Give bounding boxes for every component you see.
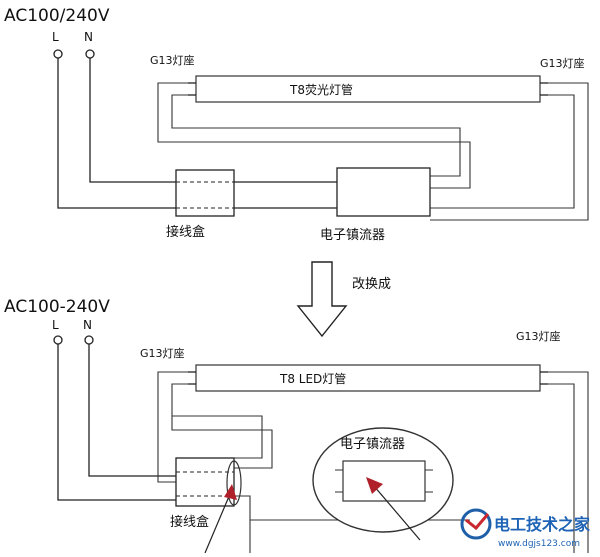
bottom-live-wire (57, 344, 176, 501)
bottom-right-pin-wire-2 (548, 383, 575, 553)
top-diagram: AC100/240V L N G13灯座 G13灯座 T8荧光灯管 接线盒 (4, 6, 589, 243)
bottom-holder-right-label: G13灯座 (516, 329, 561, 343)
top-neutral-label: N (84, 30, 93, 44)
top-left-pin-wire-1 (157, 82, 471, 189)
top-live-terminal (53, 49, 63, 59)
bottom-neutral-terminal (84, 335, 94, 345)
watermark-text: 电工技术之家 (494, 515, 591, 534)
red-arrow-junction-icon (204, 484, 237, 554)
top-fluorescent-tube (195, 75, 541, 103)
bottom-diagram: AC100-240V L N G13灯座 G13灯座 T8 LED灯管 接线盒 (4, 297, 589, 554)
bottom-live-terminal (53, 335, 63, 345)
bottom-voltage-label: AC100-240V (4, 297, 110, 317)
arrow-label: 改换成 (352, 277, 391, 292)
watermark-logo-icon (460, 508, 492, 540)
bottom-left-loop-wire (172, 415, 263, 459)
top-live-wire (57, 58, 337, 209)
top-neutral-wire (89, 58, 337, 183)
bottom-left-pin-wire-1 (157, 371, 188, 483)
down-arrow-icon (296, 261, 348, 338)
top-right-pin-wire-2 (430, 94, 575, 209)
bottom-neutral-label: N (83, 318, 92, 332)
cut-wire-ellipse (226, 460, 242, 506)
top-holder-right-label: G13灯座 (540, 56, 585, 70)
conversion-arrow: 改换成 (296, 261, 391, 338)
bottom-neutral-wire (88, 344, 176, 477)
watermark-url: www.dgjs123.com (498, 539, 580, 549)
top-junction-box (175, 169, 235, 217)
red-arrow-ballast-icon (366, 477, 421, 541)
top-left-pin-wire-2 (171, 94, 461, 177)
bottom-led-tube (195, 364, 541, 392)
bottom-ballast-label: 电子镇流器 (340, 437, 405, 452)
bottom-junction-box (175, 457, 235, 507)
bottom-holder-left-label: G13灯座 (140, 346, 185, 360)
top-ballast-label: 电子镇流器 (320, 228, 385, 243)
top-live-label: L (52, 30, 59, 44)
top-voltage-label: AC100/240V (4, 6, 110, 26)
bottom-right-pin-wire-1 (548, 371, 589, 553)
top-tube-label: T8荧光灯管 (289, 82, 353, 97)
top-junction-label: 接线盒 (166, 224, 205, 240)
top-right-pin-wire-1 (430, 82, 589, 221)
bottom-ballast (342, 460, 426, 502)
bottom-tube-label: T8 LED灯管 (279, 371, 346, 386)
top-holder-left-label: G13灯座 (150, 53, 195, 67)
bottom-junction-label: 接线盒 (170, 514, 209, 530)
top-neutral-terminal (85, 49, 95, 59)
top-ballast (336, 167, 431, 217)
bottom-live-label: L (52, 318, 59, 332)
watermark: 电工技术之家 www.dgjs123.com (460, 508, 591, 549)
bottom-left-pin-wire-2 (171, 383, 273, 469)
